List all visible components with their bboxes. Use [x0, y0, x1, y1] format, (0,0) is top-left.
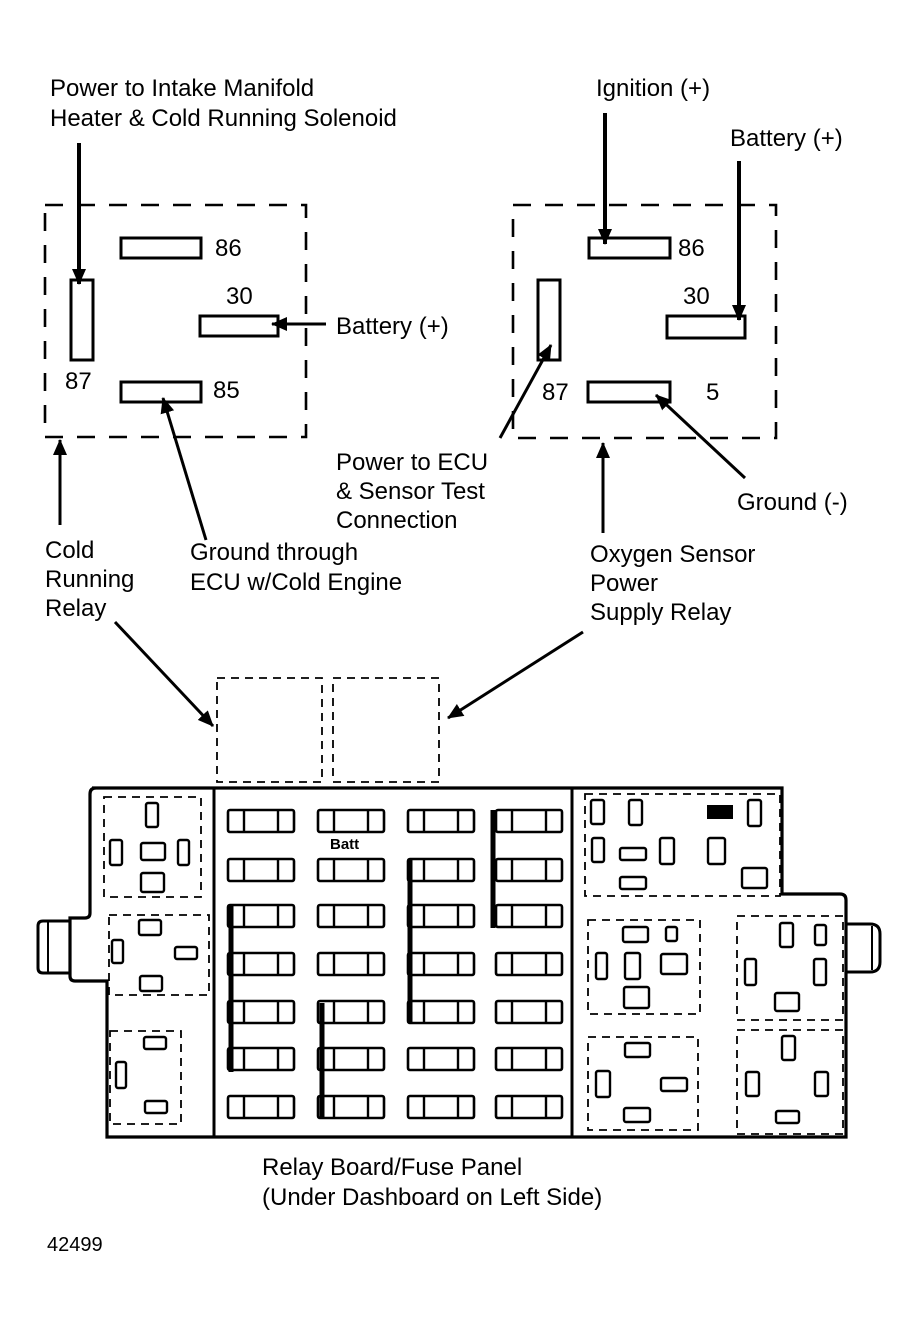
cold-relay-terminal-86 [119, 236, 203, 260]
ecu-power-label-line3: Connection [336, 507, 457, 534]
o2-relay-title-line3: Supply Relay [590, 599, 731, 626]
left-relay-socket-1 [103, 796, 202, 898]
fuse-panel-outline [68, 786, 848, 1139]
cold-relay-ground-label-line1: Ground through [190, 539, 358, 566]
right-relay-socket-bottom-right [736, 1029, 844, 1135]
fuse-slot-r6-c4 [494, 1046, 564, 1072]
o2-relay-ground-arrow [654, 393, 747, 480]
right-relay-socket-mid-left [587, 919, 701, 1015]
fuse-slot-r6-c1 [226, 1046, 296, 1072]
fuse-slot-r3-c3 [406, 903, 476, 929]
fuse-slot-r5-c2 [316, 999, 386, 1025]
cold-relay-pin-86-label: 86 [215, 235, 242, 262]
fuse-slot-r4-c2 [316, 951, 386, 977]
fuse-panel: Batt [36, 786, 882, 1139]
fuse-slot-r1-c3 [406, 808, 476, 834]
fuse-panel-caption-line1: Relay Board/Fuse Panel [262, 1154, 522, 1181]
right-relay-socket-bottom-left [587, 1036, 699, 1131]
o2-relay-outline [511, 203, 778, 440]
o2-relay-location-arrow [447, 630, 584, 720]
fuse-slot-r4-c4 [494, 951, 564, 977]
o2-relay-title-line1: Oxygen Sensor [590, 541, 755, 568]
left-relay-socket-2 [108, 914, 210, 996]
intake-heater-label-line1: Power to Intake Manifold [50, 75, 314, 102]
o2-relay-battery-label: Battery (+) [730, 125, 843, 152]
left-relay-socket-3 [109, 1030, 182, 1125]
cold-relay-title-line3: Relay [45, 595, 106, 622]
right-connector [846, 922, 882, 974]
fuse-slot-r1-c2 [316, 808, 386, 834]
cold-relay-ground-label-line2: ECU w/Cold Engine [190, 569, 402, 596]
fuse-slot-r2-c4 [494, 857, 564, 883]
fuse-slot-r7-c2 [316, 1094, 386, 1120]
cold-relay-pin-87-label: 87 [65, 368, 92, 395]
fuse-slot-r3-c4 [494, 903, 564, 929]
cold-relay-pin-85-label: 85 [213, 377, 240, 404]
o2-relay-terminal-30 [665, 314, 747, 340]
fuse-slot-r4-c3 [406, 951, 476, 977]
cold-relay-terminal-87 [69, 278, 95, 362]
fuse-slot-r3-c1 [226, 903, 296, 929]
cold-relay-title-line1: Cold [45, 537, 94, 564]
fuse-slot-r3-c2 [316, 903, 386, 929]
cold-relay-slot [216, 677, 323, 783]
fuse-slot-r5-c1 [226, 999, 296, 1025]
fuse-panel-caption-line2: (Under Dashboard on Left Side) [262, 1184, 602, 1211]
fuse-slot-r2-c2 [316, 857, 386, 883]
cold-relay-location-arrow [113, 620, 215, 728]
fuse-slot-r4-c1 [226, 951, 296, 977]
fuse-slot-r5-c4 [494, 999, 564, 1025]
ecu-power-label-line1: Power to ECU [336, 449, 488, 476]
ecu-power-arrow [498, 344, 553, 439]
figure-number: 42499 [47, 1234, 103, 1256]
o2-relay-pin-86-label: 86 [678, 235, 705, 262]
fuse-slot-r6-c2 [316, 1046, 386, 1072]
o2-relay-pin-87-label: 87 [542, 379, 569, 406]
cold-relay-terminal-30 [198, 314, 280, 338]
fuse-slot-r7-c3 [406, 1094, 476, 1120]
fuse-slot-r6-c3 [406, 1046, 476, 1072]
o2-relay-pin-5-label: 5 [706, 379, 719, 406]
o2-relay-title-line2: Power [590, 570, 658, 597]
o2-relay-terminal-5 [586, 380, 672, 404]
o2-relay-ground-label: Ground (-) [737, 489, 848, 516]
o2-relay-slot [332, 677, 440, 783]
right-relay-socket-mid-right [736, 915, 844, 1021]
fuse-slot-r1-c1 [226, 808, 296, 834]
fuse-grid [226, 808, 564, 1120]
intake-heater-label-line2: Heater & Cold Running Solenoid [50, 105, 397, 132]
cold-relay-terminal-85 [119, 380, 203, 404]
right-relay-socket-top [584, 793, 781, 897]
fuse-slot-r5-c3 [406, 999, 476, 1025]
filled-socket [707, 805, 733, 819]
fuse-slot-r7-c4 [494, 1094, 564, 1120]
left-connector [36, 919, 70, 975]
cold-relay-battery-label: Battery (+) [336, 313, 449, 340]
cold-relay-title-line2: Running [45, 566, 134, 593]
fuse-slot-r2-c3 [406, 857, 476, 883]
o2-relay-pin-30-label: 30 [683, 283, 710, 310]
cold-relay-pin-30-label: 30 [226, 283, 253, 310]
oxygen-sensor-relay-detail: Ignition (+) Battery (+) 86 30 87 5 Powe… [336, 75, 848, 626]
cold-relay-ground-arrow [160, 397, 208, 541]
fuse-slot-r2-c1 [226, 857, 296, 883]
fuse-slot-r1-c4 [494, 808, 564, 834]
o2-relay-terminal-86 [587, 236, 672, 260]
ignition-label: Ignition (+) [596, 75, 710, 102]
batt-fuse-label: Batt [330, 836, 359, 853]
cold-running-relay-detail: Power to Intake Manifold Heater & Cold R… [43, 75, 449, 622]
fuse-slot-r7-c1 [226, 1094, 296, 1120]
ecu-power-label-line2: & Sensor Test [336, 478, 485, 505]
